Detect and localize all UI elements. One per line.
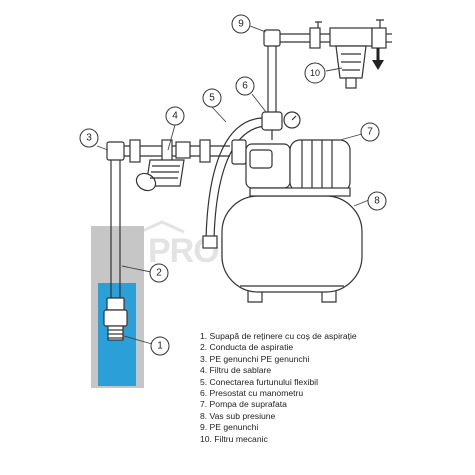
flow-arrow-icon <box>372 48 384 70</box>
callout-10-label: 10 <box>310 68 320 78</box>
callout-4-label: 4 <box>172 111 178 122</box>
callout-1: 1 <box>150 336 170 356</box>
callout-3: 3 <box>79 128 99 148</box>
callout-7: 7 <box>360 122 380 142</box>
callouts: 1 2 3 4 5 6 7 8 9 10 <box>79 14 387 356</box>
legend-item: 4. Filtru de sablare <box>200 365 272 376</box>
callout-9-label: 9 <box>238 19 244 30</box>
callout-8: 8 <box>367 191 387 211</box>
sand-filter <box>135 141 191 192</box>
callout-4: 4 <box>165 106 185 126</box>
callout-1-label: 1 <box>157 341 163 352</box>
legend-item: 3. PE genunchi PE genunchi <box>200 353 310 364</box>
surface-pump <box>231 139 351 197</box>
callout-10: 10 <box>304 62 326 84</box>
pressure-tank <box>221 195 363 303</box>
callout-5-label: 5 <box>209 93 215 104</box>
legend-item: 6. Presostat cu manometru <box>200 388 304 399</box>
leader-lines <box>96 25 370 345</box>
callout-6: 6 <box>235 76 255 96</box>
legend-item: 5. Conectarea furtunului flexibil <box>200 376 318 387</box>
mechanical-filter <box>315 19 392 89</box>
check-valve-strainer <box>103 297 128 341</box>
callout-2: 2 <box>149 263 169 283</box>
callout-7-label: 7 <box>367 127 373 138</box>
legend-item: 9. PE genunchi <box>200 422 259 433</box>
callout-3-label: 3 <box>86 133 92 144</box>
legend-item: 8. Vas sub presiune <box>200 410 276 421</box>
callout-9: 9 <box>231 14 251 34</box>
callout-6-label: 6 <box>242 81 248 92</box>
callout-2-label: 2 <box>156 268 162 279</box>
watermark-roof <box>139 220 185 234</box>
legend-item: 1. Supapă de reținere cu coș de aspirați… <box>200 331 357 341</box>
callout-8-label: 8 <box>374 196 380 207</box>
legend-item: 7. Pompa de suprafata <box>200 399 287 410</box>
flexible-hose <box>202 117 267 249</box>
legend-list: 1. Supapă de reținere cu coș de aspirați… <box>200 331 357 445</box>
pressure-switch <box>261 111 301 140</box>
outlet-pipe <box>263 27 330 112</box>
legend-item: 10. Filtru mecanic <box>200 433 268 444</box>
suction-line <box>106 139 230 163</box>
suction-pipe <box>110 152 121 298</box>
callout-5: 5 <box>202 88 222 108</box>
legend-item: 2. Conducta de aspiratie <box>200 342 294 353</box>
